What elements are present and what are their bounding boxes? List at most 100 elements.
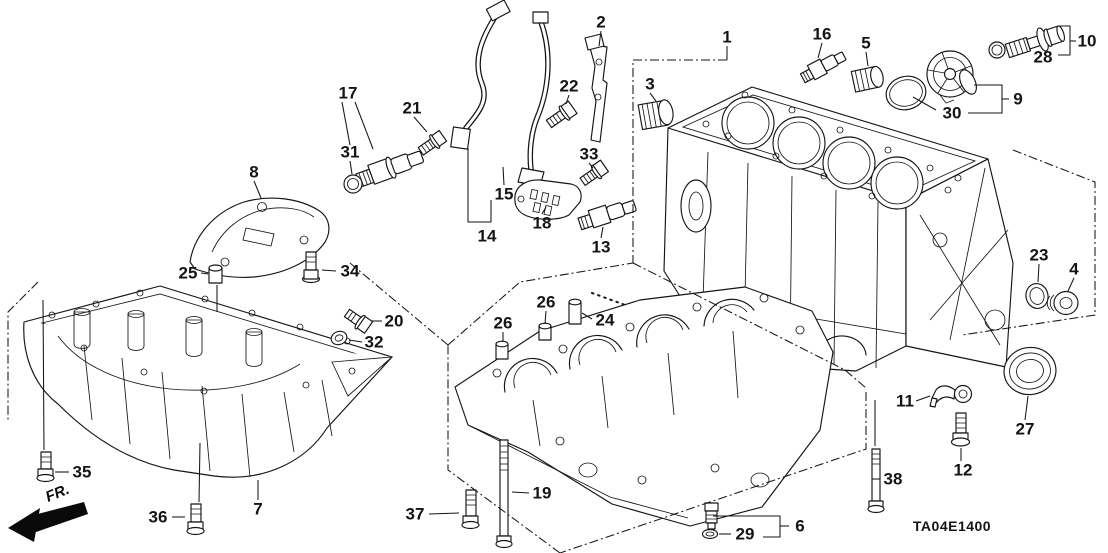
- leader-21-0: [413, 116, 428, 133]
- callout-1: 1: [722, 28, 731, 47]
- callout-5: 5: [861, 34, 870, 53]
- sealing-plug-3: [637, 99, 674, 131]
- callout-18: 18: [533, 214, 552, 233]
- knock-sensor: [577, 200, 637, 231]
- leader-13-0: [600, 226, 604, 239]
- callout-2: 2: [596, 13, 605, 32]
- oil-jet: [929, 384, 973, 408]
- callout-20: 20: [385, 312, 404, 331]
- slotted-bracket: [514, 179, 582, 220]
- leader-22-0: [565, 94, 570, 105]
- bolt-21: [417, 129, 448, 156]
- dowel-pin-26b: [538, 322, 552, 341]
- pipe-connector-icon: [532, 11, 549, 24]
- harness-connector-top: [485, 0, 511, 22]
- callout-11: 11: [896, 392, 914, 411]
- bolt-35: [36, 451, 55, 483]
- phantom-boundary-3: [447, 345, 561, 553]
- callout-overlay: 1234567891011121314151617181920212223242…: [7, 13, 1097, 553]
- oil-seal-27: [1003, 346, 1057, 396]
- callout-28: 28: [1034, 48, 1053, 67]
- diagram-code: TA04E1400: [913, 518, 991, 534]
- callout-16: 16: [813, 25, 832, 44]
- callout-38: 38: [884, 470, 903, 489]
- callout-10: 10: [1078, 32, 1097, 51]
- wire-harness: [450, 0, 511, 150]
- leader-33-0: [588, 162, 594, 169]
- bolt-33: [579, 159, 610, 187]
- callout-22: 22: [560, 77, 579, 96]
- callout-30: 30: [943, 104, 962, 123]
- callout-12: 12: [954, 461, 973, 480]
- fr-label: FR.: [43, 481, 72, 506]
- oil-pan: [23, 285, 394, 478]
- callout-26-26: 26: [537, 293, 556, 312]
- leader-3-0: [649, 92, 657, 102]
- sealing-washer-32: [330, 330, 348, 346]
- callout-6: 6: [795, 517, 804, 536]
- leader-5-0: [865, 51, 869, 67]
- leader-15-0: [502, 166, 505, 186]
- harness-pipe: [517, 11, 551, 187]
- leader-32-0: [348, 339, 363, 343]
- callout-15: 15: [495, 185, 514, 204]
- leader-17-0: [341, 101, 351, 146]
- leader-8-0: [253, 180, 262, 199]
- callout-21: 21: [403, 99, 422, 118]
- sealing-plug-5: [850, 65, 884, 93]
- leader-2-0: [598, 30, 602, 47]
- phantom-boundary-1: [632, 262, 867, 389]
- leader-36-1: [198, 442, 201, 503]
- joint-stay: [584, 33, 608, 143]
- callout-19: 19: [533, 484, 552, 503]
- o-ring-30: [885, 75, 927, 111]
- leader-37-0: [428, 512, 460, 515]
- leader-16-0: [817, 42, 823, 59]
- leader-31-0: [349, 160, 353, 175]
- callout-17: 17: [339, 84, 358, 103]
- phantom-boundary-4: [349, 262, 449, 346]
- long-bolt-19: [495, 439, 513, 549]
- bolt-20: [343, 308, 374, 334]
- leader-11-0: [915, 395, 931, 402]
- leader-23-0: [1037, 263, 1040, 283]
- shaft-bolt-10: [1004, 25, 1066, 59]
- bolt-12: [950, 412, 971, 447]
- callout-14: 14: [478, 227, 497, 246]
- callout-4: 4: [1069, 260, 1079, 279]
- bolt-36: [186, 503, 205, 536]
- bolt-22: [545, 100, 578, 129]
- callout-29: 29: [736, 525, 755, 544]
- callout-25: 25: [179, 264, 198, 283]
- leader-24-0: [581, 312, 593, 320]
- callout-9: 9: [1013, 90, 1022, 109]
- harness-connector-bottom: [450, 126, 471, 150]
- assembly-dotted-line: [591, 292, 701, 333]
- phantom-boundary-2: [559, 392, 867, 553]
- dowel-pin-26a: [495, 340, 509, 360]
- callout-32: 32: [365, 333, 384, 352]
- bolt-37: [461, 489, 480, 530]
- sealing-plug-4: [1046, 290, 1079, 316]
- bolt-34: [301, 251, 321, 284]
- callout-24: 24: [596, 311, 615, 330]
- leader-25-0: [200, 272, 209, 275]
- oil-pressure-sensor: [355, 150, 425, 188]
- fr-direction-arrow: FR.: [8, 481, 88, 542]
- leader-35-1: [42, 299, 45, 451]
- leader-34-0: [321, 269, 337, 272]
- oil-pressure-switch: [799, 51, 847, 84]
- leader-19-0: [511, 491, 530, 494]
- callout-23: 23: [1030, 246, 1049, 265]
- sealing-washer-29: [701, 528, 719, 540]
- phantom-boundary-7: [7, 281, 39, 420]
- heat-shield: [189, 197, 330, 278]
- callout-31: 31: [341, 143, 360, 162]
- leader-4-0: [1067, 277, 1075, 292]
- phantom-boundary-0: [632, 59, 727, 263]
- o-ring-31: [343, 174, 363, 194]
- callout-36: 36: [149, 508, 168, 527]
- callout-34: 34: [341, 262, 360, 281]
- callout-13: 13: [592, 238, 611, 257]
